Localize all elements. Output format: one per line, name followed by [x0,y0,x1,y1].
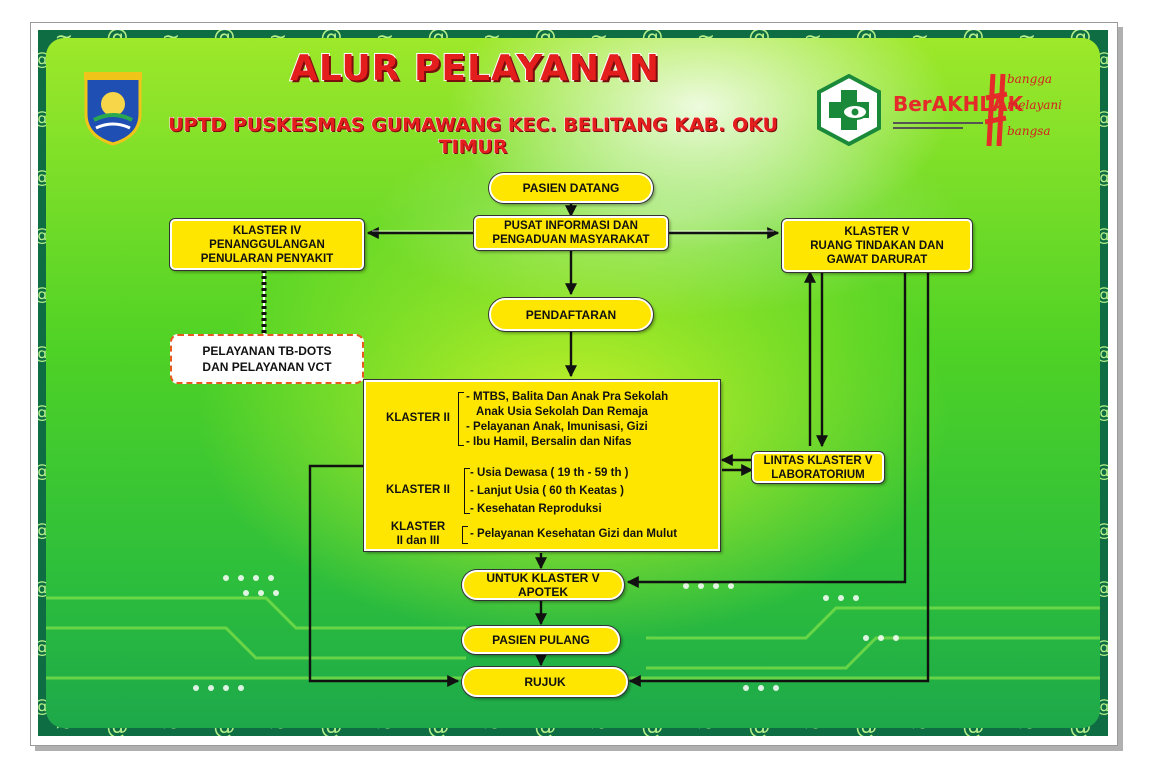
cluster-label: KLASTER II [376,484,460,496]
node-text: KLASTER V [844,225,910,238]
cluster-label-text: II dan III [396,535,440,547]
cluster-items: - MTBS, Balita Dan Anak Pra Sekolah Anak… [466,390,668,450]
node-text: PENGADUAN MASYARAKAT [492,234,650,246]
kabupaten-emblem-icon [84,72,142,146]
cluster-label-text: KLASTER [390,521,446,533]
cluster-label-text: KLASTER II [386,484,450,496]
clusters-box: KLASTER II - MTBS, Balita Dan Anak Pra S… [364,380,720,551]
node-text: LABORATORIUM [771,468,865,481]
node-rujuk: RUJUK [462,667,628,697]
cluster-items: - Usia Dewasa ( 19 th - 59 th ) - Lanjut… [470,464,629,518]
cluster-item: - Usia Dewasa ( 19 th - 59 th ) [470,467,629,479]
cluster-bracket [462,526,468,544]
node-text: PUSAT INFORMASI DAN [504,220,638,232]
cluster-item: - Pelayanan Kesehatan Gizi dan Mulut [470,528,678,540]
node-text: PENULARAN PENYAKIT [200,252,334,265]
node-text: RUJUK [524,675,566,689]
node-text: KLASTER IV [232,224,302,237]
cluster-item: - Lanjut Usia ( 60 th Keatas ) [470,485,625,497]
node-text: PENANGGULANGAN [209,238,325,251]
cluster-label-text: KLASTER II [386,412,450,424]
cluster-bracket [464,468,470,514]
node-text: RUANG TINDAKAN DAN [810,239,944,252]
node-apotek: UNTUK KLASTER V APOTEK [462,570,624,600]
node-text: UNTUK KLASTER V [486,571,600,585]
node-pasien-pulang: PASIEN PULANG [462,626,620,654]
cluster-item: - Kesehatan Reproduksi [470,503,602,515]
cluster-items: - Pelayanan Kesehatan Gizi dan Mulut [470,527,677,542]
node-text: GAWAT DARURAT [826,253,928,266]
node-klaster-v: KLASTER V RUANG TINDAKAN DAN GAWAT DARUR… [782,219,972,272]
tagline-word: bangga [1007,72,1053,86]
node-klaster-iv: KLASTER IV PENANGGULANGAN PENULARAN PENY… [170,219,364,270]
node-text: PASIEN DATANG [522,181,620,195]
berakhlak-tagline-fineprint [893,120,988,134]
tagline-word: bangsa [1007,124,1051,138]
node-text: APOTEK [517,585,568,599]
bangga-melayani-bangsa-logo: bangga melayani bangsa [985,70,1062,150]
node-text: PASIEN PULANG [492,633,590,647]
node-tb-dots-vct: PELAYANAN TB-DOTS DAN PELAYANAN VCT [170,334,364,384]
node-text: DAN PELAYANAN VCT [202,360,332,374]
node-pusat-informasi: PUSAT INFORMASI DAN PENGADUAN MASYARAKAT [474,216,668,250]
cluster-item: Anak Usia Sekolah Dan Remaja [476,406,648,418]
node-text: PELAYANAN TB-DOTS [202,344,332,358]
tagline-word: melayani [1007,98,1062,112]
hashtag-icon [985,73,1008,147]
node-pendaftaran: PENDAFTARAN [489,298,653,331]
cluster-label: KLASTER II [376,412,460,424]
node-text: PENDAFTARAN [525,307,617,322]
poster-subtitle: UPTD PUSKESMAS GUMAWANG KEC. BELITANG KA… [168,114,779,159]
cluster-label: KLASTER II dan III [376,520,460,548]
poster-title: ALUR PELAYANAN [289,47,660,90]
node-pasien-datang: PASIEN DATANG [489,173,653,203]
node-text: LINTAS KLASTER V [763,454,873,467]
node-lintas-laboratorium: LINTAS KLASTER V LABORATORIUM [752,452,884,483]
puskesmas-logo-icon [817,74,881,146]
cluster-bracket [458,392,464,446]
cluster-item: - Ibu Hamil, Bersalin dan Nifas [466,436,632,448]
cluster-item: - MTBS, Balita Dan Anak Pra Sekolah [466,391,669,403]
cluster-item: - Pelayanan Anak, Imunisasi, Gizi [466,421,648,433]
